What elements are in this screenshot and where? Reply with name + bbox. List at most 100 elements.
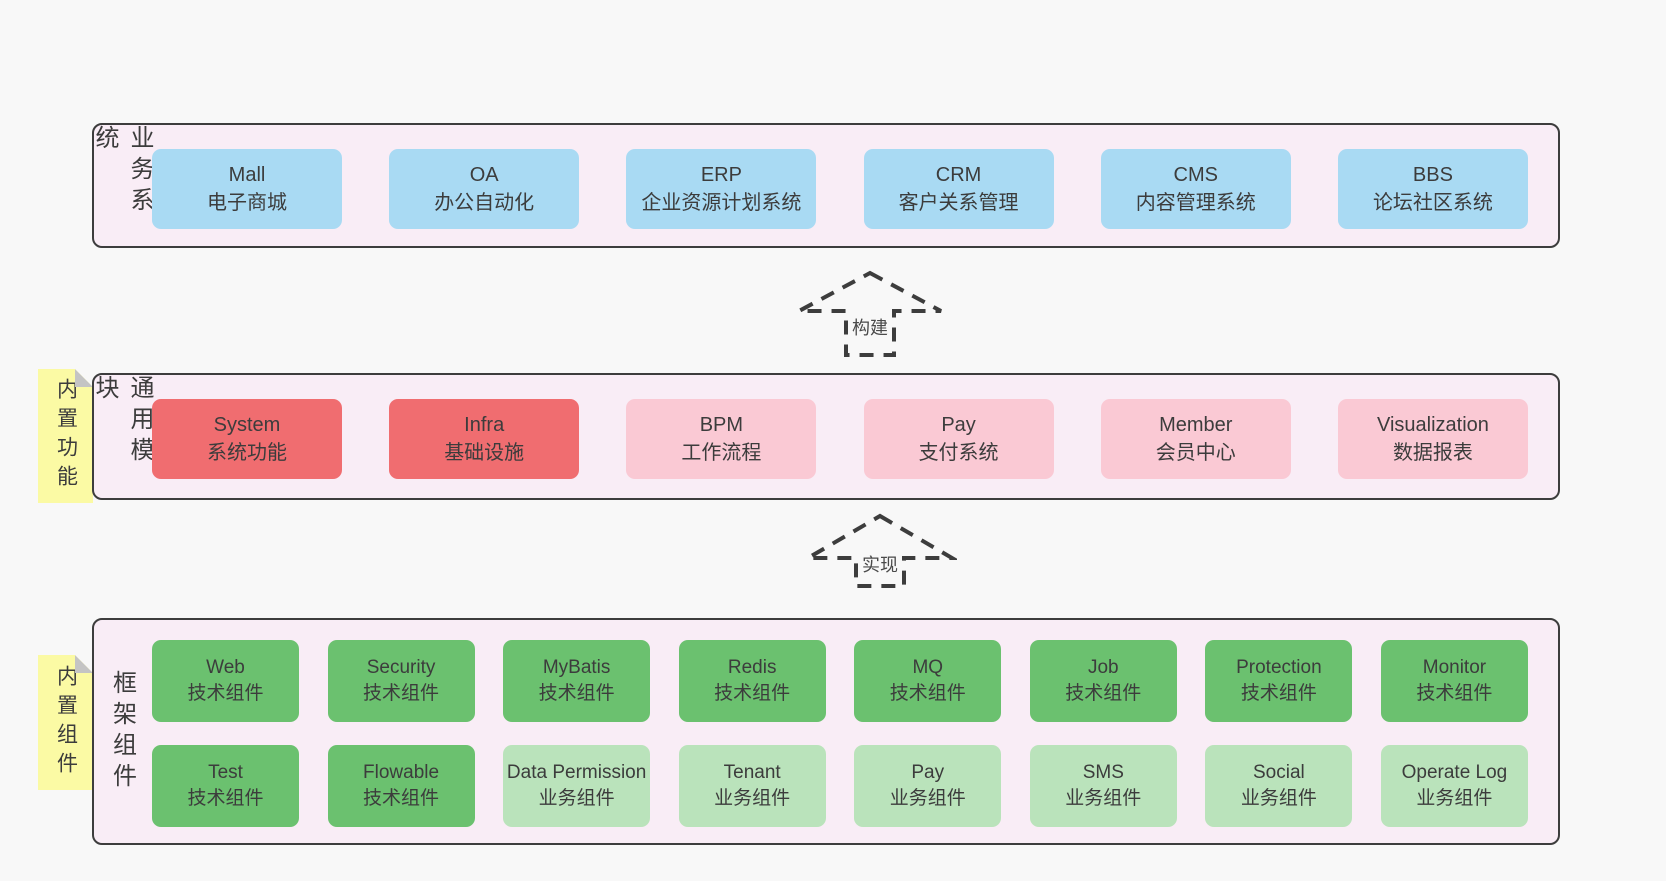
box-title: Redis bbox=[727, 657, 777, 679]
box-title: System bbox=[213, 413, 281, 436]
box-visualization: Visualization 数据报表 bbox=[1337, 399, 1528, 479]
band-label: 框架组件 bbox=[108, 669, 136, 794]
box-member: Member 会员中心 bbox=[1100, 399, 1291, 479]
box-subtitle: 支付系统 bbox=[918, 442, 999, 464]
box-title: Web bbox=[206, 657, 245, 679]
box-subtitle: 业务组件 bbox=[714, 788, 791, 809]
box-subtitle: 业务组件 bbox=[889, 788, 966, 809]
box-crm: CRM 客户关系管理 bbox=[863, 149, 1054, 229]
box-infra: Infra 基础设施 bbox=[389, 399, 580, 479]
sticky-note-built-in-features: 内置功能 bbox=[38, 369, 93, 503]
sticky-label: 内置功能 bbox=[54, 378, 78, 494]
box-pay-business: Pay 业务组件 bbox=[854, 745, 1002, 827]
box-title: SMS bbox=[1082, 762, 1124, 784]
box-redis: Redis 技术组件 bbox=[678, 640, 826, 722]
box-title: Visualization bbox=[1376, 413, 1489, 436]
box-title: Infra bbox=[464, 413, 505, 436]
box-title: Job bbox=[1087, 657, 1119, 679]
box-title: Tenant bbox=[723, 762, 781, 784]
build-arrow-icon bbox=[798, 270, 942, 357]
box-erp: ERP 企业资源计划系统 bbox=[626, 149, 817, 229]
box-title: MQ bbox=[912, 657, 944, 679]
box-subtitle: 业务组件 bbox=[538, 788, 615, 809]
box-subtitle: 会员中心 bbox=[1155, 442, 1236, 464]
box-subtitle: 客户关系管理 bbox=[898, 192, 1019, 214]
box-subtitle: 论坛社区系统 bbox=[1372, 192, 1493, 214]
build-arrow-label: 构建 bbox=[848, 313, 892, 341]
box-cms: CMS 内容管理系统 bbox=[1100, 149, 1291, 229]
box-bbs: BBS 论坛社区系统 bbox=[1337, 149, 1528, 229]
implement-arrow-label: 实现 bbox=[858, 550, 902, 578]
box-system: System 系统功能 bbox=[152, 399, 342, 479]
box-title: Data Permission bbox=[506, 762, 647, 784]
box-title: Operate Log bbox=[1401, 762, 1508, 784]
box-test: Test 技术组件 bbox=[152, 745, 299, 827]
box-title: CRM bbox=[935, 163, 982, 186]
box-subtitle: 技术组件 bbox=[363, 788, 440, 809]
box-subtitle: 技术组件 bbox=[363, 683, 440, 704]
band-framework-components: 框架组件 Web 技术组件 Security 技术组件 MyBatis 技术组件… bbox=[92, 618, 1560, 845]
box-bpm: BPM 工作流程 bbox=[626, 399, 817, 479]
box-title: ERP bbox=[700, 163, 742, 186]
box-title: Mall bbox=[228, 163, 266, 186]
box-title: Monitor bbox=[1422, 657, 1487, 679]
implement-arrow-icon bbox=[803, 513, 957, 588]
box-social: Social 业务组件 bbox=[1205, 745, 1353, 827]
box-web: Web 技术组件 bbox=[152, 640, 299, 722]
box-title: BBS bbox=[1412, 163, 1453, 186]
box-subtitle: 基础设施 bbox=[444, 442, 525, 464]
box-security: Security 技术组件 bbox=[327, 640, 475, 722]
box-title: Security bbox=[366, 657, 436, 679]
folded-corner bbox=[75, 655, 93, 673]
box-pay: Pay 支付系统 bbox=[863, 399, 1054, 479]
box-subtitle: 技术组件 bbox=[1416, 683, 1493, 704]
box-subtitle: 技术组件 bbox=[1065, 683, 1142, 704]
common-modules-row: System 系统功能 Infra 基础设施 BPM 工作流程 Pay 支付系统… bbox=[152, 399, 1528, 479]
box-title: Pay bbox=[941, 413, 976, 436]
box-subtitle: 企业资源计划系统 bbox=[641, 192, 802, 214]
box-subtitle: 内容管理系统 bbox=[1135, 192, 1256, 214]
band-common-modules: 通用模块 System 系统功能 Infra 基础设施 BPM 工作流程 Pay… bbox=[91, 373, 1560, 500]
box-title: Protection bbox=[1236, 657, 1322, 679]
box-title: CMS bbox=[1173, 163, 1218, 186]
box-subtitle: 系统功能 bbox=[207, 442, 287, 464]
box-subtitle: 工作流程 bbox=[681, 442, 762, 464]
box-tenant: Tenant 业务组件 bbox=[678, 745, 826, 827]
box-title: Test bbox=[208, 762, 243, 784]
framework-components-row-2: Test 技术组件 Flowable 技术组件 Data Permission … bbox=[152, 745, 1528, 827]
box-title: Flowable bbox=[363, 762, 440, 784]
box-subtitle: 办公自动化 bbox=[434, 192, 535, 214]
band-business-systems: 业务系统 Mall 电子商城 OA 办公自动化 ERP 企业资源计划系统 CRM… bbox=[91, 123, 1560, 248]
box-sms: SMS 业务组件 bbox=[1029, 745, 1177, 827]
business-systems-row: Mall 电子商城 OA 办公自动化 ERP 企业资源计划系统 CRM 客户关系… bbox=[152, 149, 1528, 229]
box-subtitle: 业务组件 bbox=[1416, 788, 1493, 809]
box-subtitle: 电子商城 bbox=[207, 192, 287, 214]
box-title: Member bbox=[1159, 413, 1233, 436]
box-title: MyBatis bbox=[542, 657, 611, 679]
box-title: Social bbox=[1253, 762, 1305, 784]
box-subtitle: 技术组件 bbox=[187, 683, 264, 704]
box-subtitle: 技术组件 bbox=[889, 683, 966, 704]
box-protection: Protection 技术组件 bbox=[1205, 640, 1353, 722]
box-mall: Mall 电子商城 bbox=[152, 149, 342, 229]
band-label: 通用模块 bbox=[91, 375, 153, 468]
box-subtitle: 业务组件 bbox=[1065, 788, 1142, 809]
box-title: BPM bbox=[699, 413, 744, 436]
box-operate-log: Operate Log 业务组件 bbox=[1380, 745, 1528, 827]
box-subtitle: 技术组件 bbox=[1240, 683, 1317, 704]
sticky-label: 内置组件 bbox=[54, 664, 78, 781]
box-data-permission: Data Permission 业务组件 bbox=[503, 745, 651, 827]
box-job: Job 技术组件 bbox=[1029, 640, 1177, 722]
sticky-note-built-in-components: 内置组件 bbox=[38, 655, 93, 790]
box-mybatis: MyBatis 技术组件 bbox=[503, 640, 651, 722]
box-subtitle: 技术组件 bbox=[714, 683, 791, 704]
band-label: 业务系统 bbox=[91, 125, 153, 218]
box-title: OA bbox=[469, 163, 499, 186]
box-title: Pay bbox=[911, 762, 945, 784]
framework-components-row-1: Web 技术组件 Security 技术组件 MyBatis 技术组件 Redi… bbox=[152, 640, 1528, 722]
box-flowable: Flowable 技术组件 bbox=[327, 745, 475, 827]
box-oa: OA 办公自动化 bbox=[389, 149, 580, 229]
box-subtitle: 技术组件 bbox=[187, 788, 264, 809]
box-subtitle: 数据报表 bbox=[1392, 442, 1473, 464]
box-monitor: Monitor 技术组件 bbox=[1380, 640, 1528, 722]
